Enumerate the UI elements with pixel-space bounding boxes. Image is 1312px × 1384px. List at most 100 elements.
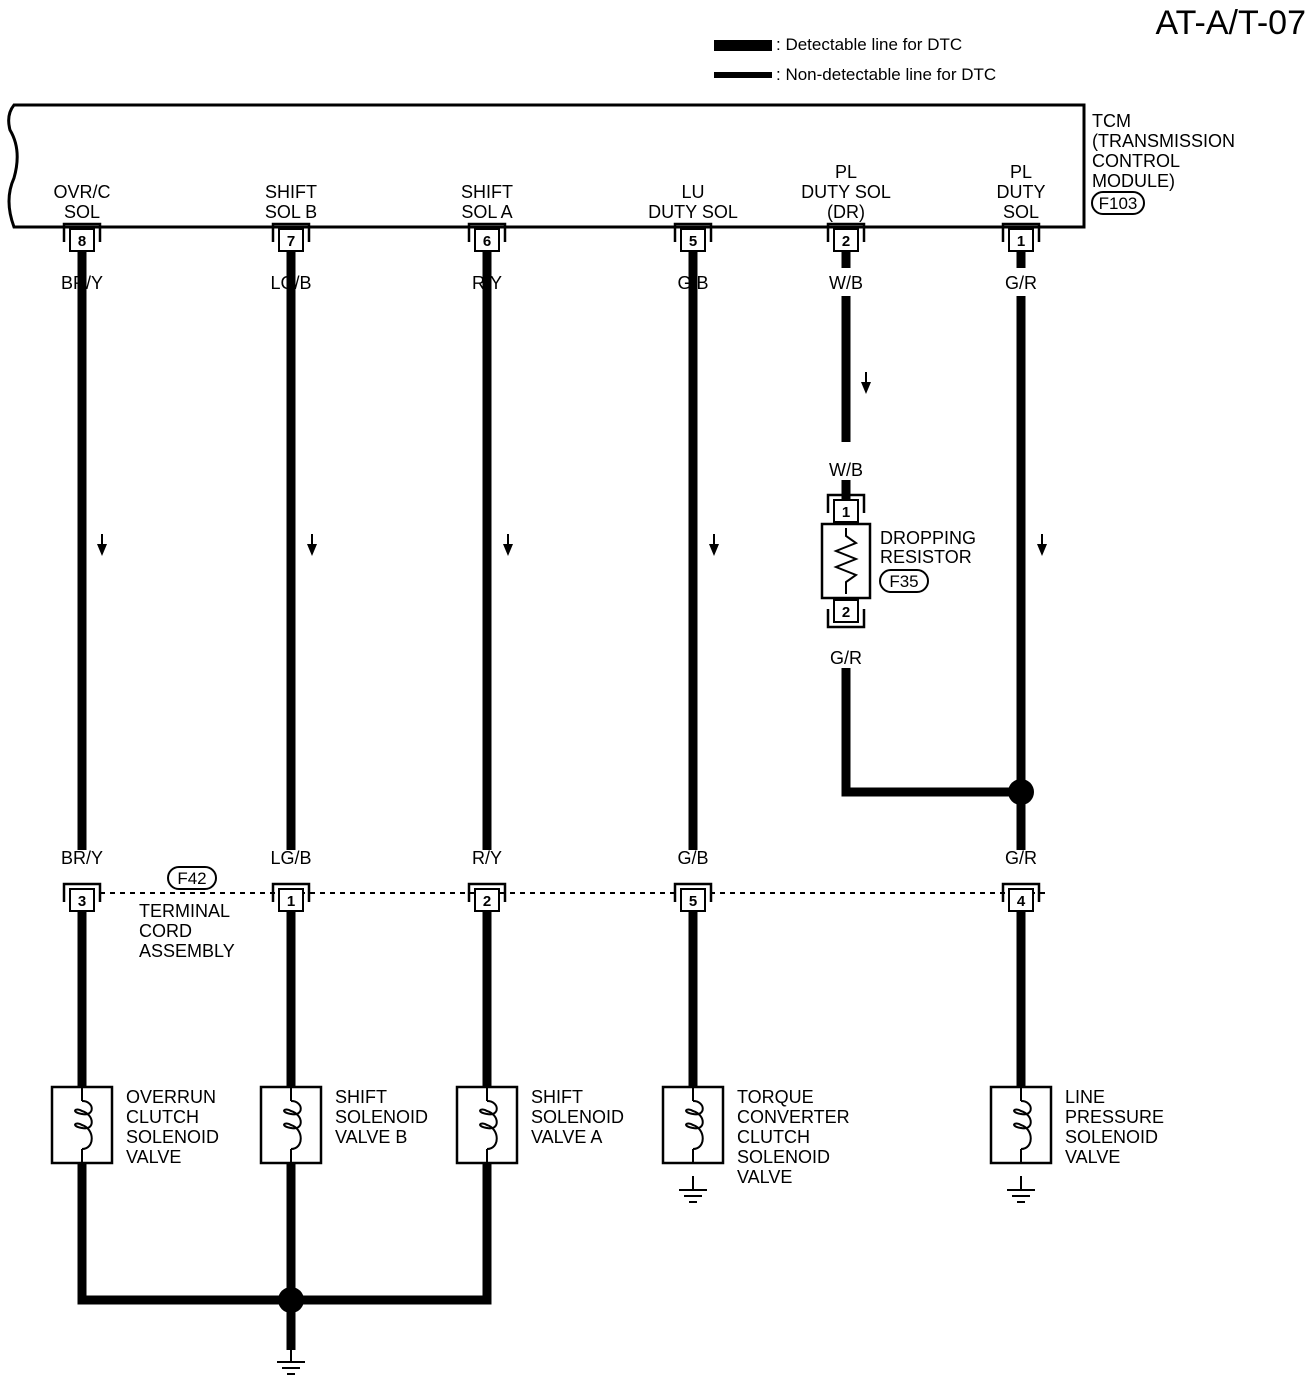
connector-pin-number: 2 bbox=[842, 233, 850, 250]
tcm-name-line: CONTROL bbox=[1092, 151, 1180, 171]
connector-pin-number: 2 bbox=[842, 604, 850, 621]
connector-pin-box bbox=[833, 499, 859, 523]
arrow-head bbox=[709, 544, 719, 556]
signal-arrow-icon bbox=[503, 534, 513, 556]
connector-pin-box bbox=[474, 888, 500, 912]
tcm-terminal-label: (DR) bbox=[827, 202, 865, 222]
solenoid-label: SOLENOID bbox=[737, 1147, 830, 1167]
terminal-cord-connector-code: F42 bbox=[177, 869, 206, 888]
solenoid-label: SOLENOID bbox=[1065, 1127, 1158, 1147]
ground-return-wire bbox=[77, 1163, 492, 1305]
tcm-terminal-connector: 5 bbox=[673, 222, 713, 252]
terminal-cord-connector: 4 bbox=[1001, 882, 1041, 912]
ground-icon bbox=[1007, 1176, 1035, 1203]
terminal-cord-name-line: CORD bbox=[139, 921, 192, 941]
solenoid-label: LINE bbox=[1065, 1087, 1105, 1107]
signal-arrow-icon bbox=[307, 534, 317, 556]
arrow-head bbox=[1037, 544, 1047, 556]
solenoid-coil-icon bbox=[1013, 1100, 1032, 1150]
terminal-cord-connector: 1 bbox=[271, 882, 311, 912]
legend: : Detectable line for DTC : Non-detectab… bbox=[714, 35, 996, 84]
connector-housing bbox=[271, 222, 311, 242]
resistor-zigzag-icon bbox=[833, 528, 859, 594]
terminal-cord-label: F42 TERMINAL CORD ASSEMBLY bbox=[139, 866, 235, 961]
resistor-connector-code: F35 bbox=[889, 572, 918, 591]
legend-detectable-label: : Detectable line for DTC bbox=[776, 35, 962, 54]
resistor-name-line: DROPPING bbox=[880, 528, 976, 548]
terminal-cord-connector: 2 bbox=[467, 882, 507, 912]
wire-color-label: R/Y bbox=[472, 273, 502, 293]
solenoid-label: PRESSURE bbox=[1065, 1107, 1164, 1127]
connector-pin-number: 1 bbox=[287, 893, 295, 910]
solenoid-valve bbox=[989, 1085, 1053, 1165]
tcm-terminal-label: SOL bbox=[64, 202, 100, 222]
tcm-terminal-label: SHIFT bbox=[265, 182, 317, 202]
tcm-terminal-connector: 6 bbox=[467, 222, 507, 252]
wires bbox=[77, 252, 1050, 1350]
tcm-name-line: TCM bbox=[1092, 111, 1131, 131]
solenoid-label: SOLENOID bbox=[335, 1107, 428, 1127]
wire-color-label: G/R bbox=[1005, 848, 1037, 868]
connector-pin-box bbox=[833, 599, 859, 623]
wire-color-label: R/Y bbox=[472, 848, 502, 868]
solenoid-label: SOLENOID bbox=[126, 1127, 219, 1147]
arrow-head bbox=[503, 544, 513, 556]
connector-pin-number: 7 bbox=[287, 233, 295, 250]
connector-pin-box bbox=[1008, 888, 1034, 912]
connector-pin-number: 4 bbox=[1017, 893, 1026, 910]
tcm-terminal-label: PL bbox=[1010, 162, 1032, 182]
connector-pin-box bbox=[680, 228, 706, 252]
connector-pin-number: 3 bbox=[78, 893, 86, 910]
wire-color-label: W/B bbox=[829, 460, 863, 480]
wire-color-label: G/R bbox=[1005, 273, 1037, 293]
connector-housing bbox=[826, 493, 866, 513]
tcm-box bbox=[7, 103, 1086, 229]
tcm-name-line: MODULE) bbox=[1092, 171, 1175, 191]
tcm-terminal-label: SHIFT bbox=[461, 182, 513, 202]
tcm-terminal-connector: 8 bbox=[62, 222, 102, 252]
connector-pin-number: 1 bbox=[842, 504, 850, 521]
connector-housing bbox=[467, 882, 507, 902]
tcm-terminal-connector: 2 bbox=[826, 222, 866, 252]
tcm-terminal-label: SOL A bbox=[461, 202, 512, 222]
tcm-connector-code: F103 bbox=[1099, 194, 1138, 213]
signal-arrow-icon bbox=[709, 534, 719, 556]
connector-pin-box bbox=[278, 228, 304, 252]
connector-housing bbox=[1001, 882, 1041, 902]
connector-pin-box bbox=[278, 888, 304, 912]
legend-non-detectable-label: : Non-detectable line for DTC bbox=[776, 65, 996, 84]
connector-housing bbox=[673, 882, 713, 902]
solenoid-valve bbox=[661, 1085, 725, 1165]
solenoid-label: SHIFT bbox=[335, 1087, 387, 1107]
tcm-terminal-label: PL bbox=[835, 162, 857, 182]
tcm-terminal-connector: 1 bbox=[1001, 222, 1041, 252]
resistor-connector-out: 2 bbox=[826, 599, 866, 629]
splice-dot bbox=[1008, 779, 1034, 805]
tcm-terminal-label: LU bbox=[681, 182, 704, 202]
ground-icon bbox=[277, 1348, 305, 1375]
connector-pin-box bbox=[69, 888, 95, 912]
solenoid-coil-icon bbox=[74, 1100, 93, 1150]
wire-segment bbox=[841, 668, 1021, 797]
wire-color-label: G/R bbox=[830, 648, 862, 668]
legend-detectable-swatch bbox=[714, 40, 772, 51]
dropping-resistor-label: DROPPING RESISTOR F35 bbox=[879, 528, 976, 593]
connector-pin-box bbox=[833, 228, 859, 252]
connector-housing bbox=[467, 222, 507, 242]
solenoid-valve bbox=[259, 1085, 323, 1165]
connector-pin-box bbox=[69, 228, 95, 252]
connector-housing bbox=[62, 882, 102, 902]
arrow-head bbox=[861, 382, 871, 394]
connector-housing bbox=[1001, 222, 1041, 242]
wire-color-label: BR/Y bbox=[61, 273, 103, 293]
solenoid-label: VALVE bbox=[126, 1147, 181, 1167]
solenoid-coil-icon bbox=[283, 1100, 302, 1150]
wire-color-label: G/B bbox=[677, 848, 708, 868]
terminal-cord-name-line: ASSEMBLY bbox=[139, 941, 235, 961]
terminal-cord-name-line: TERMINAL bbox=[139, 901, 230, 921]
arrow-head bbox=[307, 544, 317, 556]
solenoid-valve bbox=[455, 1085, 519, 1165]
solenoid-label: VALVE bbox=[1065, 1147, 1120, 1167]
tcm-name: TCM (TRANSMISSION CONTROL MODULE) F103 bbox=[1091, 111, 1235, 215]
